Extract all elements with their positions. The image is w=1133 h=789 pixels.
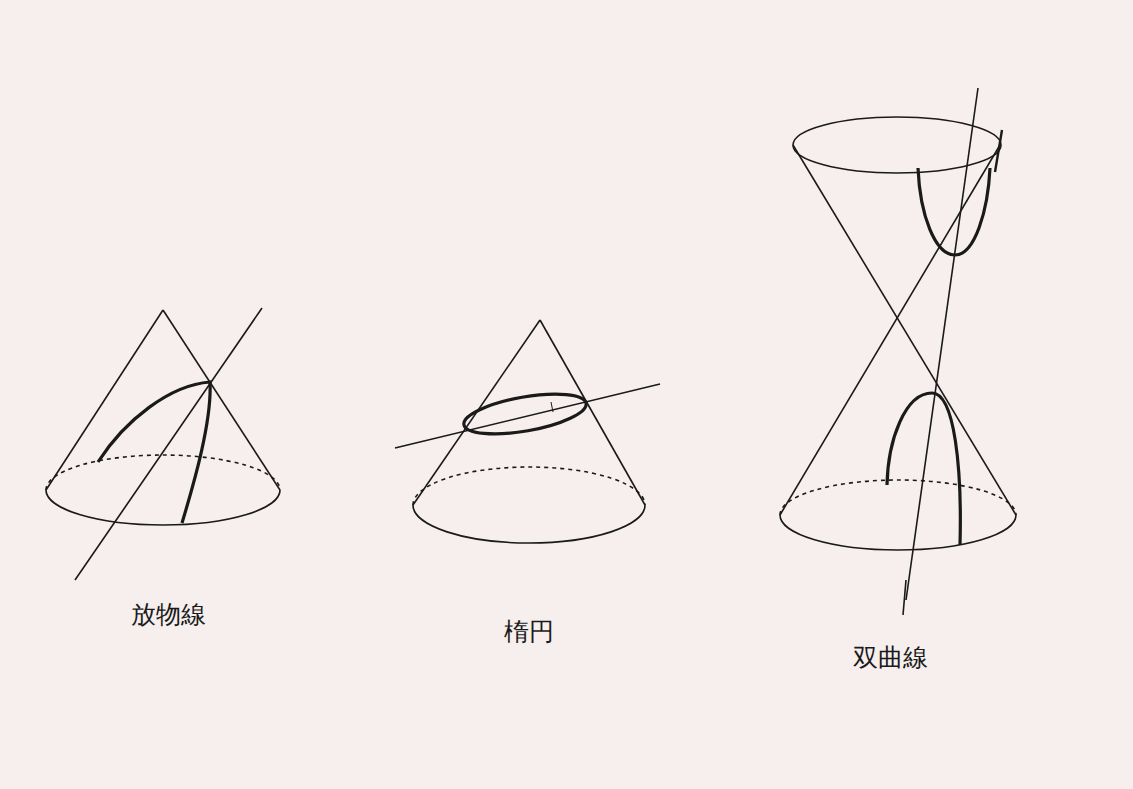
hyperbola-double-cone bbox=[780, 88, 1016, 615]
curve-name: 楕円 bbox=[504, 617, 554, 647]
ellipse-cone bbox=[395, 320, 660, 543]
curve-name: 双曲線 bbox=[853, 643, 928, 673]
curve-name: 放物線 bbox=[131, 600, 206, 630]
parabola-cone bbox=[46, 308, 280, 580]
